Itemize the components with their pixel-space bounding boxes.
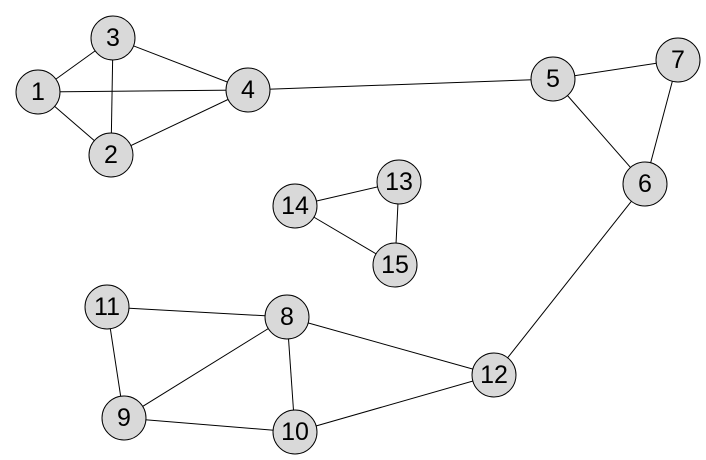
node-label-2: 2 xyxy=(104,141,118,169)
node-label-14: 14 xyxy=(281,192,309,220)
node-circle-1 xyxy=(15,69,61,115)
node-label-8: 8 xyxy=(280,303,294,331)
node-circle-13 xyxy=(376,159,422,205)
node-label-15: 15 xyxy=(381,251,409,279)
edge-1-4 xyxy=(37,89,249,93)
node-1: 1 xyxy=(15,69,61,115)
node-label-12: 12 xyxy=(480,361,508,389)
node-circle-2 xyxy=(88,132,134,178)
node-12: 12 xyxy=(471,352,517,398)
node-14: 14 xyxy=(272,183,318,229)
node-label-13: 13 xyxy=(385,168,413,196)
edge-3-4 xyxy=(112,37,249,91)
node-circle-4 xyxy=(225,67,271,113)
node-label-5: 5 xyxy=(546,65,560,93)
edge-4-5 xyxy=(247,78,554,91)
edges-layer xyxy=(37,37,679,433)
node-10: 10 xyxy=(272,409,318,455)
node-label-10: 10 xyxy=(281,418,309,446)
edge-10-12 xyxy=(294,374,495,433)
node-5: 5 xyxy=(530,56,576,102)
node-circle-14 xyxy=(272,183,318,229)
node-circle-7 xyxy=(655,37,701,83)
node-label-6: 6 xyxy=(638,170,652,198)
node-label-11: 11 xyxy=(94,293,120,321)
edge-2-4 xyxy=(110,89,249,156)
edge-8-9 xyxy=(123,316,288,419)
node-15: 15 xyxy=(372,242,418,288)
node-11: 11 xyxy=(84,284,130,330)
node-label-4: 4 xyxy=(241,76,255,104)
node-2: 2 xyxy=(88,132,134,178)
node-circle-15 xyxy=(372,242,418,288)
edge-11-8 xyxy=(106,306,288,318)
node-3: 3 xyxy=(90,15,136,61)
edge-5-6 xyxy=(552,78,646,185)
node-label-3: 3 xyxy=(106,24,120,52)
edge-8-12 xyxy=(286,316,495,376)
node-6: 6 xyxy=(622,161,668,207)
node-circle-6 xyxy=(622,161,668,207)
node-circle-10 xyxy=(272,409,318,455)
node-4: 4 xyxy=(225,67,271,113)
node-circle-12 xyxy=(471,352,517,398)
node-label-7: 7 xyxy=(671,46,685,74)
node-label-1: 1 xyxy=(31,78,45,106)
node-circle-5 xyxy=(530,56,576,102)
node-circle-3 xyxy=(90,15,136,61)
node-circle-11 xyxy=(84,284,130,330)
edge-6-12 xyxy=(493,183,646,376)
node-7: 7 xyxy=(655,37,701,83)
edge-9-10 xyxy=(123,417,296,433)
node-9: 9 xyxy=(101,395,147,441)
node-label-9: 9 xyxy=(117,404,131,432)
node-circle-8 xyxy=(264,294,310,340)
node-circle-9 xyxy=(101,395,147,441)
node-13: 13 xyxy=(376,159,422,205)
node-8: 8 xyxy=(264,294,310,340)
